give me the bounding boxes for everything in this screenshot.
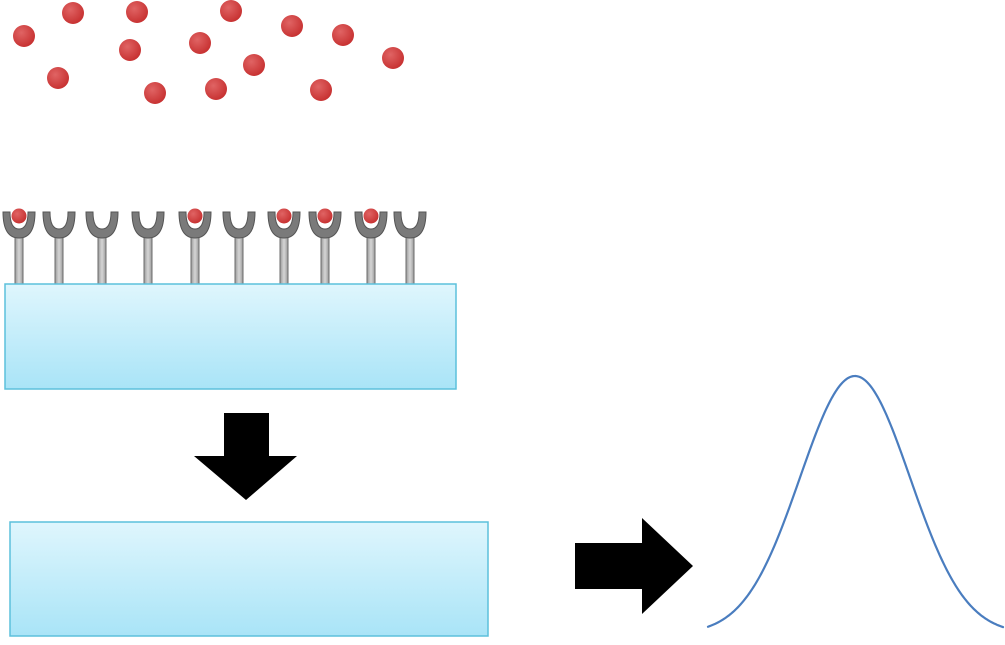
antibody-binding-site — [2, 211, 36, 239]
signal-peak-curve — [706, 374, 1005, 629]
antibody-icon — [85, 211, 119, 285]
antibody-icon — [222, 211, 256, 285]
antibody-binding-site — [131, 211, 165, 239]
detection-substrate — [9, 521, 489, 637]
antibody-stem — [320, 231, 330, 285]
analyte-particle — [62, 2, 84, 24]
functionalized-substrate — [4, 283, 457, 390]
analyte-particle — [281, 15, 303, 37]
antibody-binding-site — [393, 211, 427, 239]
antibody-row — [2, 208, 427, 285]
analyte-particle — [243, 54, 265, 76]
bound-analyte — [11, 208, 27, 224]
analyte-particle — [47, 67, 69, 89]
antibody-binding-site — [222, 211, 256, 239]
analyte-particle — [205, 78, 227, 100]
antibody-stem — [97, 231, 107, 285]
antibody-stem — [405, 231, 415, 285]
antibody-binding-site — [267, 211, 301, 239]
arrow-down-icon — [194, 413, 297, 500]
antibody-binding-site — [42, 211, 76, 239]
analyte-particle — [126, 1, 148, 23]
antibody-stem — [54, 231, 64, 285]
analyte-particle — [382, 47, 404, 69]
analyte-particle — [13, 25, 35, 47]
antibody-binding-site — [354, 211, 388, 239]
antibody-stem — [14, 231, 24, 285]
free-analyte-group — [13, 0, 404, 104]
antibody-icon — [42, 211, 76, 285]
bound-analyte — [317, 208, 333, 224]
analyte-particle — [189, 32, 211, 54]
analyte-particle — [310, 79, 332, 101]
antibody-icon — [178, 208, 212, 285]
antibody-icon — [131, 211, 165, 285]
antibody-icon — [308, 208, 342, 285]
analyte-particle — [144, 82, 166, 104]
analyte-particle — [220, 0, 242, 22]
analyte-particle — [332, 24, 354, 46]
antibody-icon — [354, 208, 388, 285]
arrow-right-icon — [575, 518, 693, 614]
antibody-stem — [279, 231, 289, 285]
antibody-icon — [267, 208, 301, 285]
bound-analyte — [187, 208, 203, 224]
antibody-icon — [393, 211, 427, 285]
antibody-binding-site — [178, 211, 212, 239]
bound-analyte — [276, 208, 292, 224]
antibody-stem — [143, 231, 153, 285]
antibody-icon — [2, 208, 36, 285]
antibody-stem — [366, 231, 376, 285]
analyte-particle — [119, 39, 141, 61]
antibody-binding-site — [85, 211, 119, 239]
antibody-binding-site — [308, 211, 342, 239]
antibody-stem — [234, 231, 244, 285]
bound-analyte — [363, 208, 379, 224]
antibody-stem — [190, 231, 200, 285]
